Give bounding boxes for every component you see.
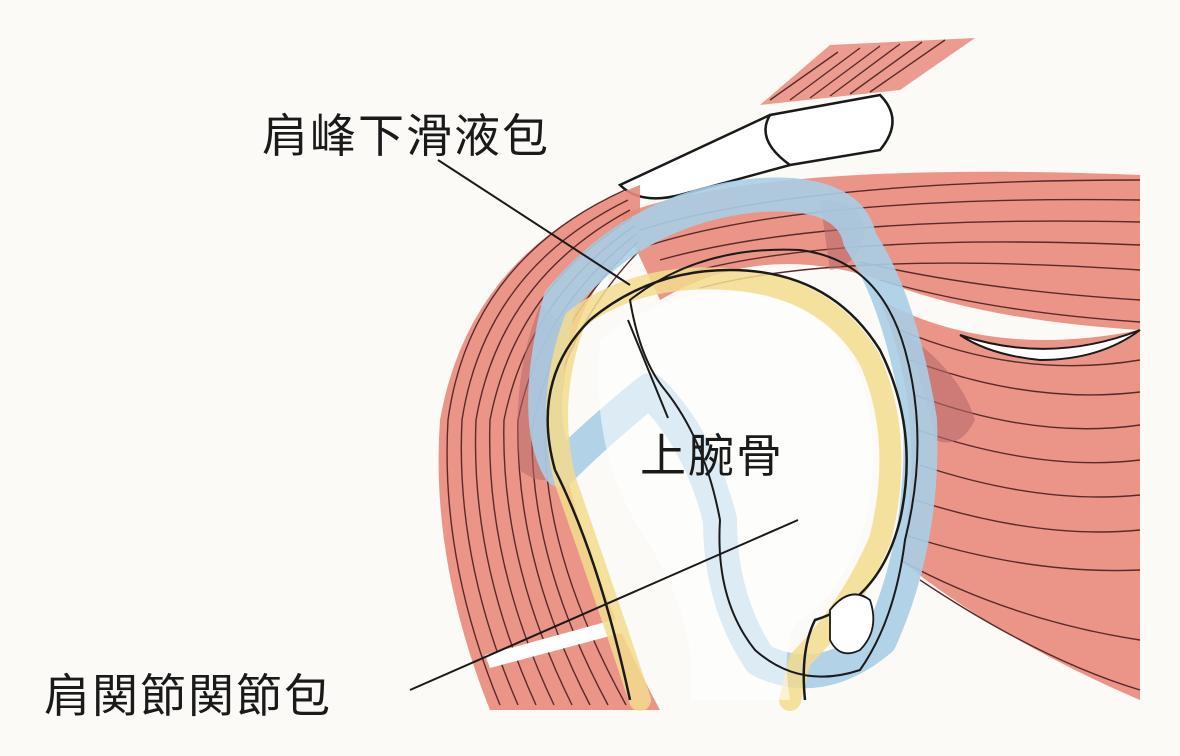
humerus-leader-line (627, 319, 669, 419)
articular-cartilage (546, 267, 902, 711)
humerus-shaft-left (553, 469, 632, 701)
acromion-tip (764, 114, 791, 167)
label-joint-capsule: 肩関節関節包 (44, 669, 332, 723)
label-subacromial-bursa: 肩峰下滑液包 (262, 109, 550, 163)
capsule-outline (628, 248, 919, 678)
inferior-recess (829, 593, 875, 655)
label-humerus: 上腕骨 (640, 429, 784, 483)
upper-muscle-fibers (769, 39, 946, 101)
upper-muscle-band (760, 38, 975, 105)
bursa-leader-line (437, 159, 631, 286)
capsule-leader-line (409, 519, 799, 691)
muscle-gap (959, 329, 1141, 362)
deltoid-stripe (485, 618, 625, 668)
